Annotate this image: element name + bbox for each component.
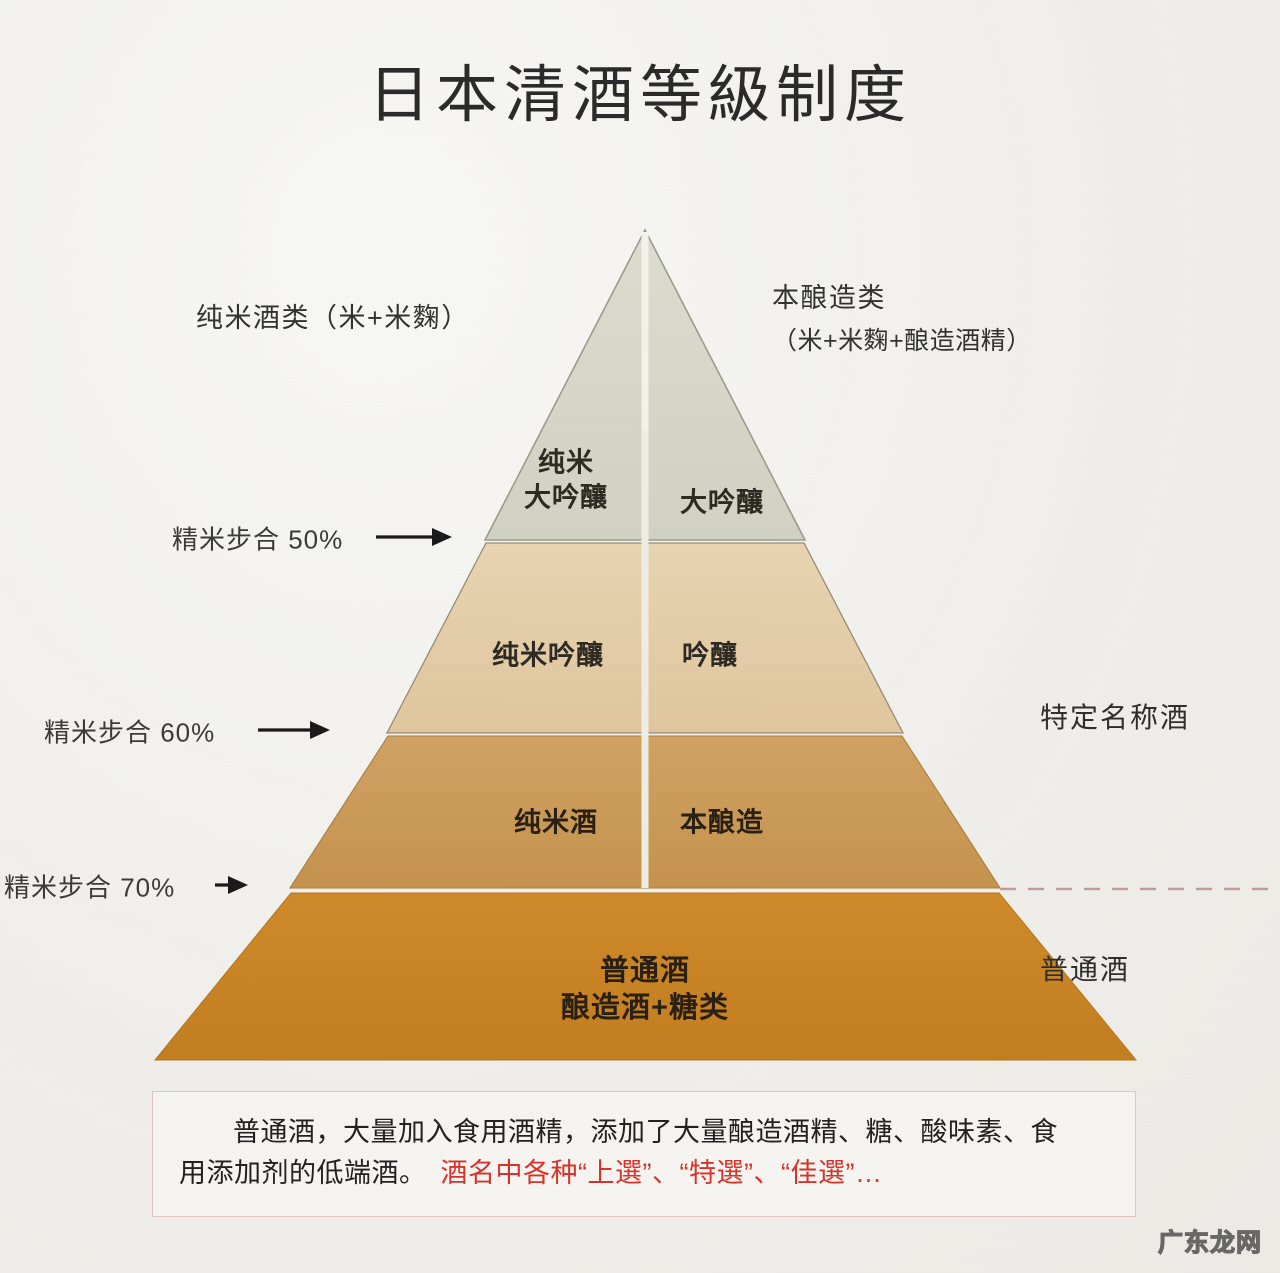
note-line-2-red: 酒名中各种“上選”、“特選”、“佳選”… — [440, 1158, 883, 1189]
tier-label-junmai-ginjo: 纯米吟釀 — [492, 640, 604, 671]
group-label-honjozo: 本酿造类 （米+米麴+酿造酒精） — [772, 283, 1032, 355]
right-label-futsushu: 普通酒 — [1040, 954, 1131, 985]
arrow-50 — [376, 528, 452, 546]
milling-label-50: 精米步合 50% — [172, 524, 344, 555]
arrow-60 — [258, 721, 330, 739]
group-label-junmai: 纯米酒类（米+米麴） — [196, 303, 470, 333]
watermark: 广东龙网 — [1157, 1228, 1262, 1257]
tier-label-futsushu: 普通酒 酿造酒+糖类 — [561, 954, 729, 1024]
tier-label-junmai-daiginjo: 纯米 大吟釀 — [524, 447, 608, 512]
right-label-tokutei-meisho: 特定名称酒 — [1040, 702, 1191, 733]
milling-label-60: 精米步合 60% — [44, 717, 216, 748]
tier-label-ginjo: 吟釀 — [682, 640, 738, 671]
tier-futsushu — [153, 892, 1138, 1061]
note-line-1: 普通酒，大量加入食用酒精，添加了大量酿造酒精、糖、酸味素、食 — [233, 1117, 1058, 1147]
tier-label-daiginjo: 大吟釀 — [680, 487, 764, 518]
tier-label-junmai-shu: 纯米酒 — [514, 807, 598, 838]
tier-label-honjozo: 本酿造 — [680, 807, 764, 838]
note-line-2: 用添加剂的低端酒。酒名中各种“上選”、“特選”、“佳選”… — [179, 1153, 1109, 1194]
page-title: 日本清酒等級制度 — [367, 62, 912, 130]
note-box: 普通酒，大量加入食用酒精，添加了大量酿造酒精、糖、酸味素、食 用添加剂的低端酒。… — [152, 1091, 1136, 1218]
milling-label-70: 精米步合 70% — [4, 872, 176, 903]
note-line-2-black: 用添加剂的低端酒。 — [179, 1158, 427, 1189]
group-label-honjozo-sub: （米+米麴+酿造酒精） — [772, 327, 1032, 355]
arrow-70 — [215, 876, 248, 894]
